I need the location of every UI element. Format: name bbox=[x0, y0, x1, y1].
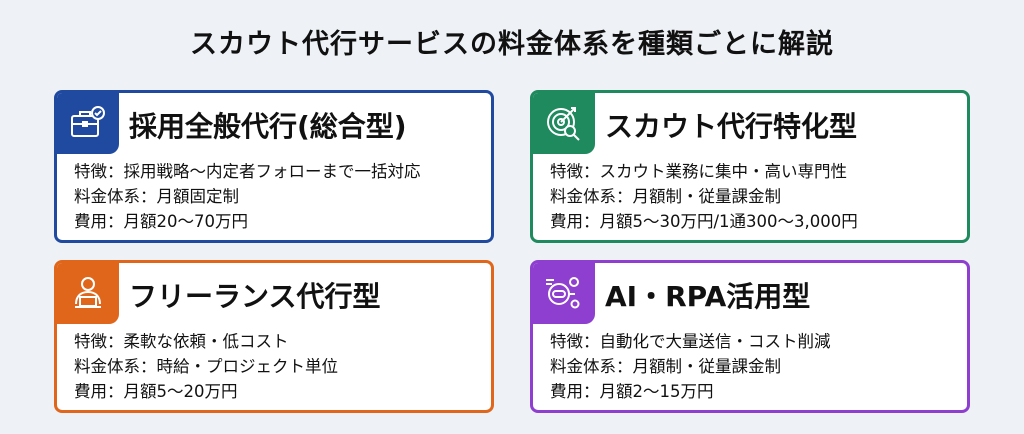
card-freelance: フリーランス代行型 特徴：柔軟な依頼・低コスト料金体系：時給・プロジェクト単位費… bbox=[54, 260, 494, 413]
cost-text: 費用：月額20〜70万円 bbox=[74, 212, 248, 231]
pricing-model-text: 料金体系：時給・プロジェクト単位 bbox=[74, 357, 338, 376]
pricing-model-text: 料金体系：月額制・従量課金制 bbox=[550, 187, 781, 206]
person-laptop-icon bbox=[57, 263, 119, 324]
feature-text: 特徴：スカウト業務に集中・高い専門性 bbox=[550, 162, 847, 181]
card-title: AI・RPA活用型 bbox=[605, 280, 811, 313]
target-search-icon bbox=[533, 93, 595, 154]
feature-text: 特徴：柔軟な依頼・低コスト bbox=[74, 332, 289, 351]
pricing-model-text: 料金体系：月額制・従量課金制 bbox=[550, 357, 781, 376]
card-scout-specialized: スカウト代行特化型 特徴：スカウト業務に集中・高い専門性料金体系：月額制・従量課… bbox=[530, 90, 970, 243]
robot-gear-icon bbox=[533, 263, 595, 324]
cost-text: 費用：月額5〜20万円 bbox=[74, 382, 238, 401]
card-title: 採用全般代行(総合型) bbox=[129, 110, 407, 143]
cost-text: 費用：月額5〜30万円/1通300〜3,000円 bbox=[550, 212, 858, 231]
cost-text: 費用：月額2〜15万円 bbox=[550, 382, 714, 401]
card-general-agency: 採用全般代行(総合型) 特徴：採用戦略〜内定者フォローまで一括対応料金体系：月額… bbox=[54, 90, 494, 243]
briefcase-check-icon bbox=[57, 93, 119, 154]
card-ai-rpa: AI・RPA活用型 特徴：自動化で大量送信・コスト削減料金体系：月額制・従量課金… bbox=[530, 260, 970, 413]
page-title: スカウト代行サービスの料金体系を種類ごとに解説 bbox=[190, 29, 834, 60]
feature-text: 特徴：自動化で大量送信・コスト削減 bbox=[550, 332, 831, 351]
card-title: スカウト代行特化型 bbox=[605, 110, 858, 143]
card-title: フリーランス代行型 bbox=[129, 280, 381, 313]
pricing-model-text: 料金体系：月額固定制 bbox=[74, 187, 239, 206]
feature-text: 特徴：採用戦略〜内定者フォローまで一括対応 bbox=[74, 162, 421, 181]
